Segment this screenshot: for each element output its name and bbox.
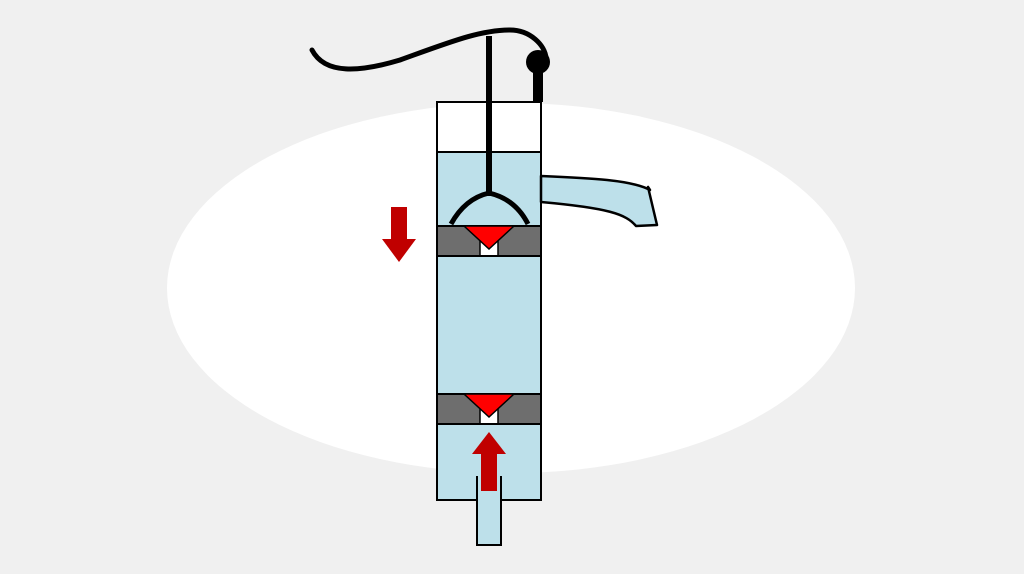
intake-pipe <box>476 476 502 546</box>
handle <box>309 27 549 72</box>
piston-motion-arrow <box>382 207 416 262</box>
spout <box>539 174 659 228</box>
foot-valve <box>462 393 516 419</box>
piston-valve <box>462 225 516 251</box>
water-inflow-arrow <box>472 432 506 491</box>
foot-valve-block <box>436 393 542 425</box>
water-chamber <box>436 255 542 395</box>
piston-yoke <box>448 190 531 226</box>
piston <box>436 225 542 257</box>
